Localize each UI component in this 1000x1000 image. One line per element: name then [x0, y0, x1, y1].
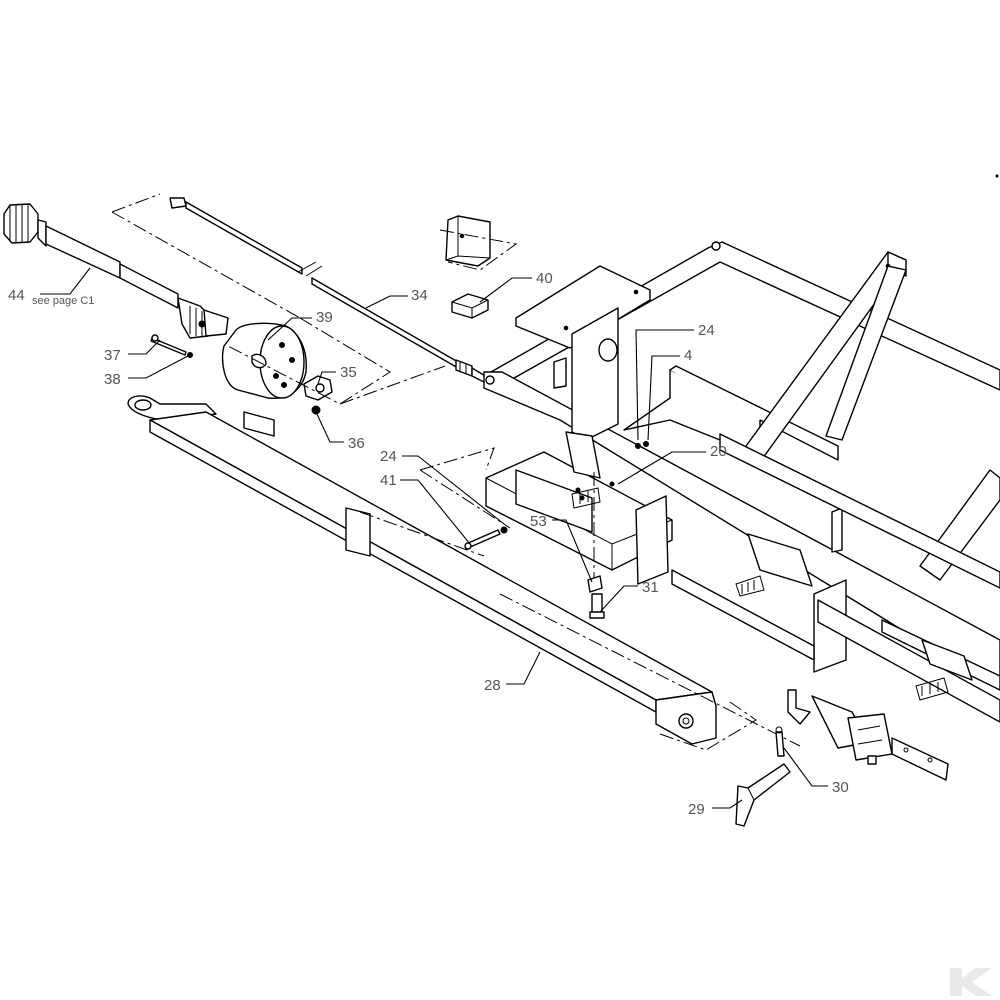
callout-20: 20	[710, 443, 727, 460]
callout-40: 40	[536, 270, 553, 287]
callout-36: 36	[348, 435, 365, 452]
spring-pin-30	[775, 726, 785, 757]
small-hardware-24-4	[609, 441, 649, 487]
leader-lines	[40, 267, 828, 809]
gearbox-housing-39	[221, 322, 307, 399]
flange-35	[303, 375, 333, 401]
main-frame	[483, 241, 1000, 723]
pin-bolt-38	[187, 352, 193, 358]
hitch-pin-29	[735, 763, 791, 827]
callout-24-lower: 24	[380, 448, 397, 465]
callout-labels: 44 see page C1 37 38 39 35 36 34 40 24 4…	[8, 270, 849, 818]
drive-shaft-34	[169, 197, 493, 387]
pto-drive-shaft	[3, 203, 229, 339]
bolt-31	[589, 593, 605, 619]
drawbar-28	[127, 395, 717, 745]
assembly-line	[439, 229, 518, 271]
speck-mark	[995, 174, 999, 178]
assembly-line	[419, 447, 595, 584]
callout-53: 53	[530, 513, 547, 530]
callout-41: 41	[380, 472, 397, 489]
bolt-41	[464, 526, 508, 550]
callout-28: 28	[484, 677, 501, 694]
callout-4: 4	[684, 347, 692, 364]
callout-44-note: see page C1	[32, 295, 94, 307]
brand-logo-watermark	[950, 968, 992, 996]
nut-36	[311, 405, 321, 415]
pin-bolt-37	[150, 334, 187, 356]
callout-39: 39	[316, 309, 333, 326]
callout-38: 38	[104, 371, 121, 388]
callout-31: 31	[642, 579, 659, 596]
callout-24-upper: 24	[698, 322, 715, 339]
callout-30: 30	[832, 779, 849, 796]
hitch-lock-assembly	[787, 689, 949, 781]
callout-29: 29	[688, 801, 705, 818]
callout-34: 34	[411, 287, 428, 304]
assembly-line	[111, 193, 391, 405]
callout-35: 35	[340, 364, 357, 381]
assembly-line	[359, 511, 801, 751]
assembly-line	[339, 365, 446, 405]
callout-37: 37	[104, 347, 121, 364]
jack-stand-40	[445, 215, 491, 319]
callout-44: 44	[8, 287, 25, 304]
